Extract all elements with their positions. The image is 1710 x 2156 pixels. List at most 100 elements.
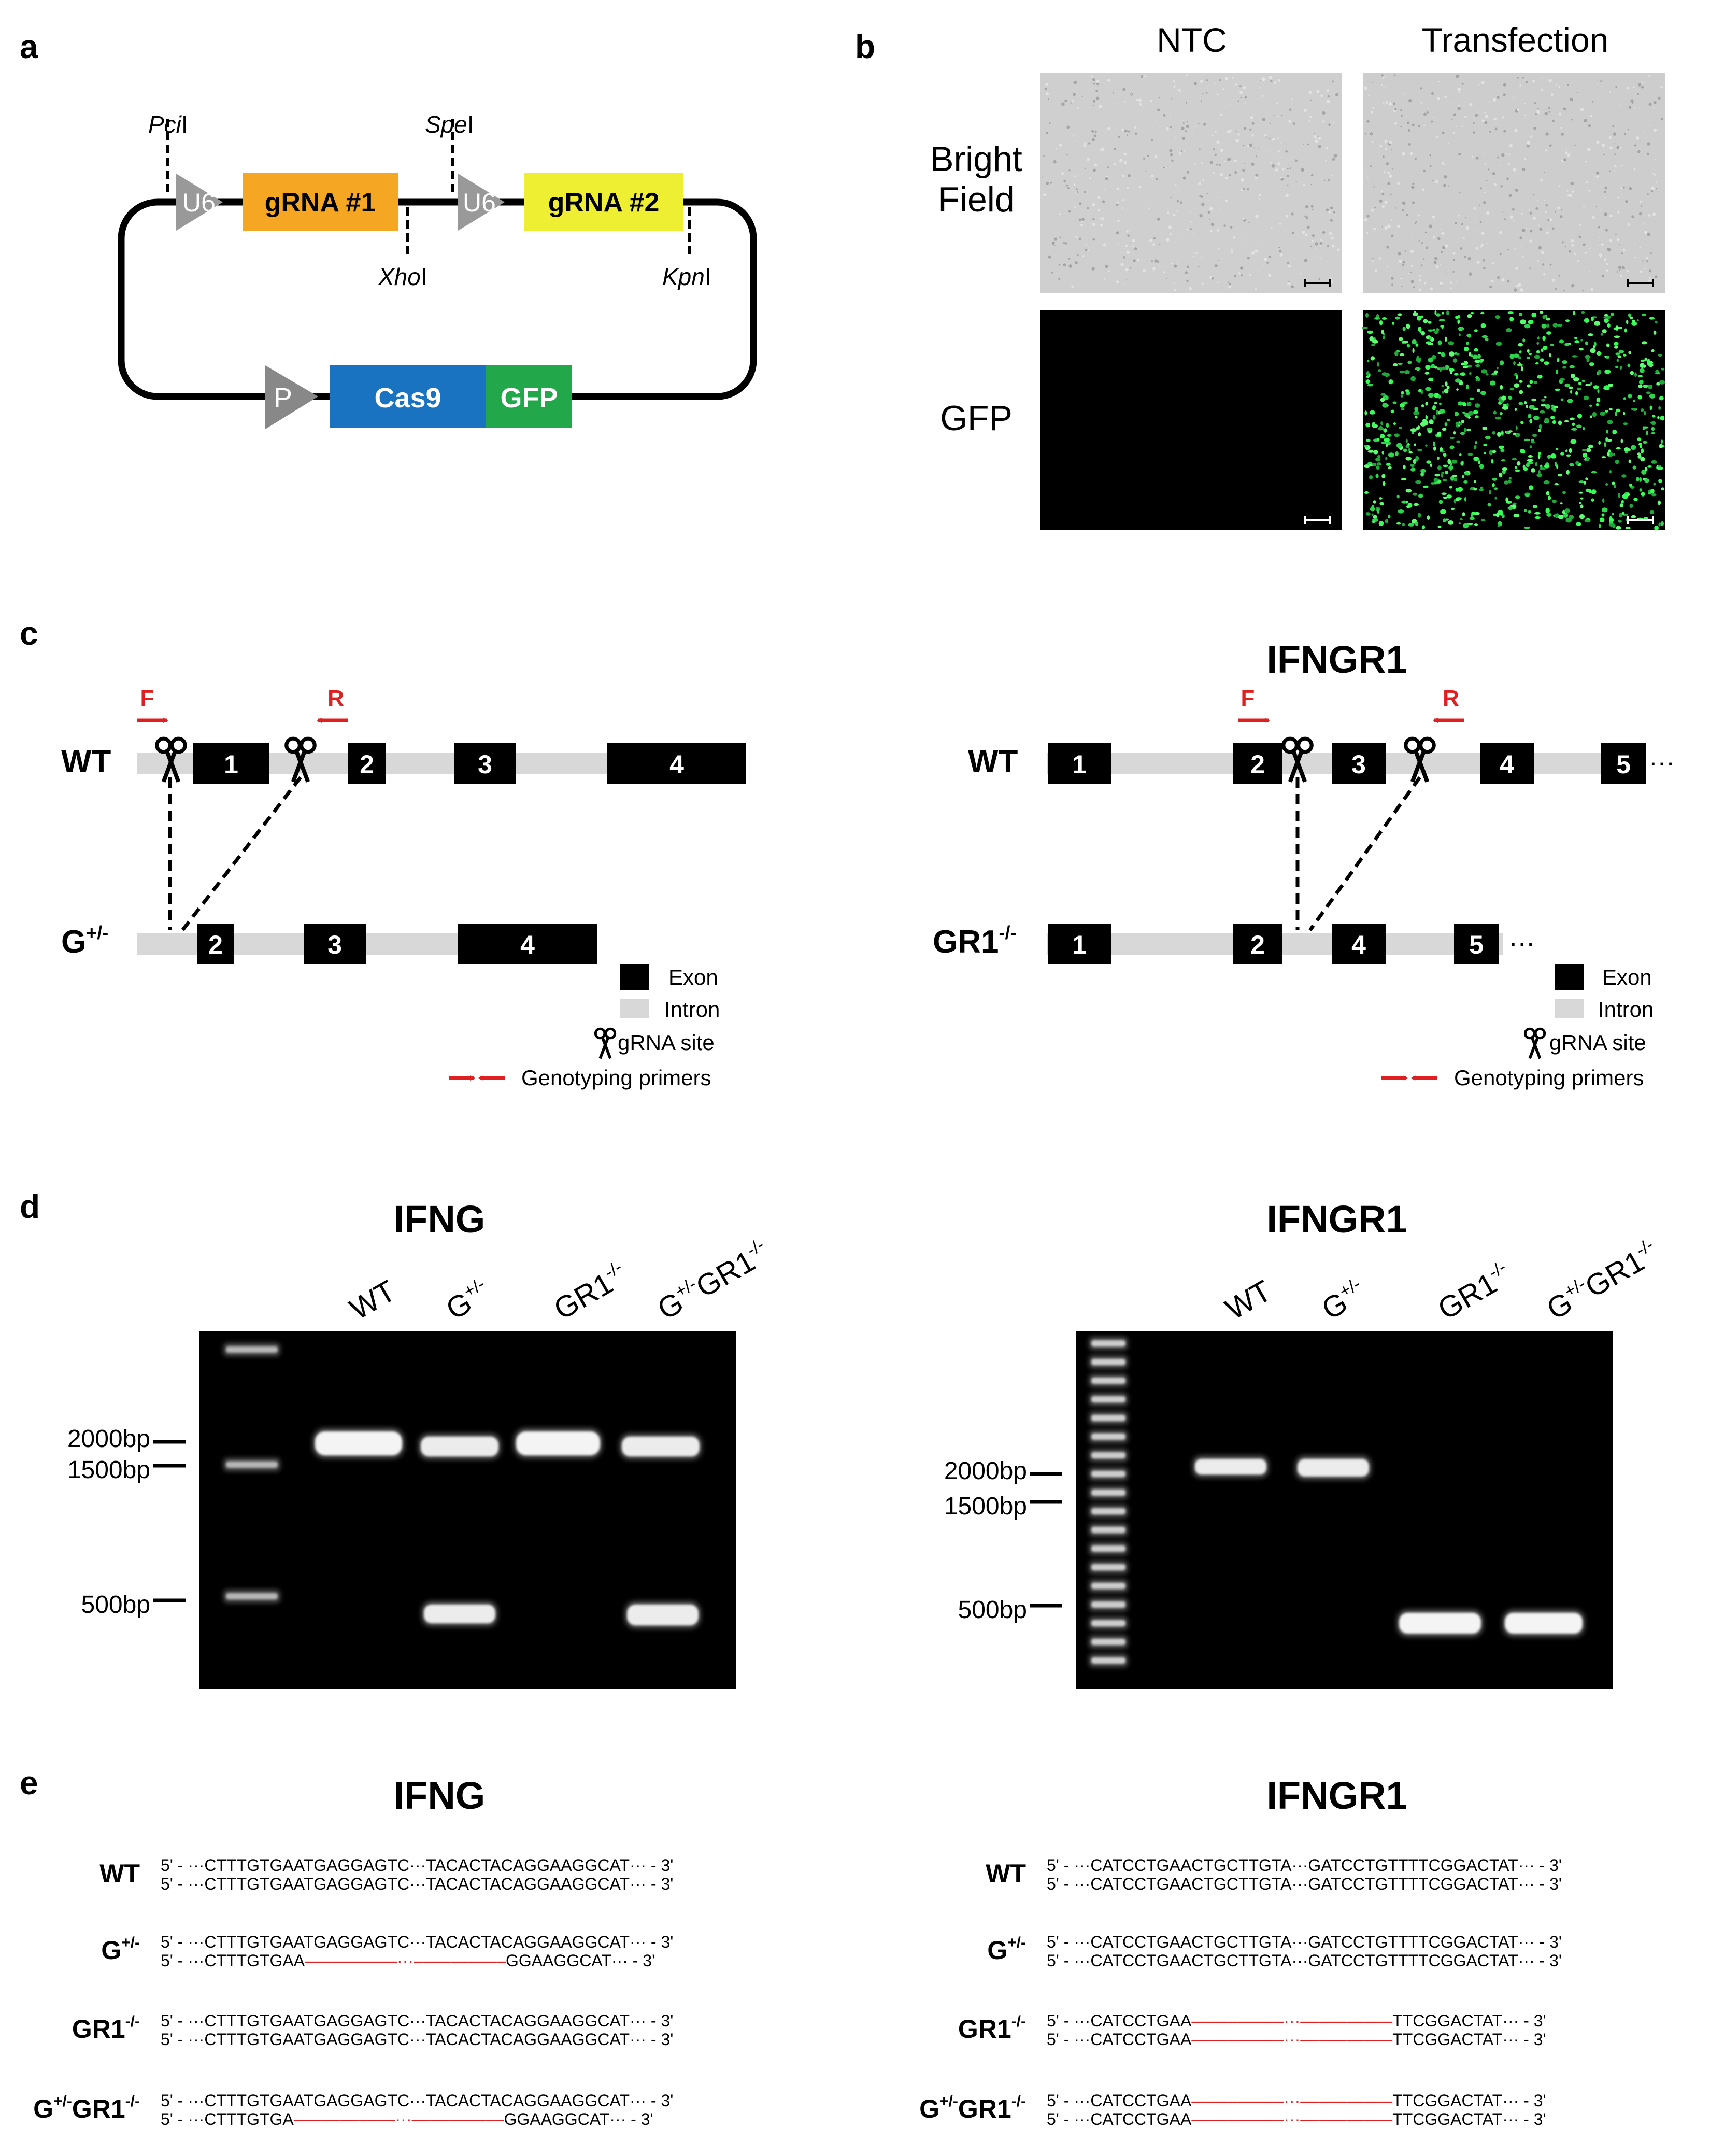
bf-speck bbox=[1106, 175, 1108, 178]
gfp-cell bbox=[1571, 428, 1577, 431]
bf-speck bbox=[1130, 93, 1132, 95]
bf-speck bbox=[1093, 134, 1097, 137]
bf-speck bbox=[1165, 127, 1169, 131]
bf-speck bbox=[1163, 271, 1165, 274]
gfp-cell bbox=[1478, 489, 1484, 491]
bf-speck bbox=[1411, 186, 1415, 189]
bf-speck bbox=[1220, 114, 1222, 116]
gfp-cell bbox=[1418, 493, 1423, 498]
ifng-wt-exon-3 bbox=[454, 743, 516, 784]
bf-speck bbox=[1458, 215, 1460, 217]
bf-speck bbox=[1151, 260, 1153, 262]
bf-speck bbox=[1655, 275, 1658, 278]
gfp-cell bbox=[1390, 409, 1394, 413]
bf-speck bbox=[1428, 107, 1429, 109]
gfp-cell bbox=[1590, 415, 1592, 419]
bf-speck bbox=[1326, 100, 1330, 103]
gfp-cell bbox=[1584, 480, 1586, 485]
gfp-cell bbox=[1514, 466, 1517, 469]
bf-speck bbox=[1222, 88, 1224, 90]
bf-speck bbox=[1366, 232, 1369, 234]
bf-speck bbox=[1548, 107, 1550, 109]
gfp-cell bbox=[1474, 512, 1480, 515]
bf-speck bbox=[1249, 143, 1253, 147]
gfp-cell bbox=[1554, 483, 1559, 486]
ifngr1-wt-exon-label: 1 bbox=[1072, 750, 1087, 779]
gfp-cell bbox=[1607, 451, 1610, 457]
ifngr1-mut-exon-label: 4 bbox=[1351, 930, 1366, 959]
bf-speck bbox=[1649, 125, 1650, 126]
bf-speck bbox=[1286, 215, 1289, 218]
gfp-cell bbox=[1494, 496, 1498, 500]
gfp-cell bbox=[1615, 526, 1621, 530]
bf-speck bbox=[1318, 145, 1321, 148]
bf-speck bbox=[1615, 233, 1617, 235]
bf-speck bbox=[1566, 148, 1568, 150]
gfp-cell bbox=[1394, 351, 1399, 356]
gel-ifng bbox=[199, 1331, 736, 1689]
scale-bar-1 bbox=[1304, 279, 1331, 287]
bf-speck bbox=[1502, 211, 1504, 213]
gfp-cell bbox=[1638, 384, 1643, 388]
gfp-cell bbox=[1628, 351, 1631, 354]
gfp-cell bbox=[1589, 362, 1594, 366]
bf-speck bbox=[1116, 103, 1118, 104]
bf-speck bbox=[1571, 239, 1574, 243]
bf-speck bbox=[1051, 272, 1053, 274]
gfp-cell bbox=[1442, 428, 1447, 431]
bf-speck bbox=[1424, 231, 1427, 233]
bf-speck bbox=[1615, 86, 1617, 88]
seq-line: 5' - ···CTTTGTGAATGAGGAGTC···TACACTACAGG… bbox=[161, 1856, 673, 1875]
bf-speck bbox=[1555, 211, 1557, 213]
bf-speck bbox=[1524, 158, 1527, 161]
gfp-cell bbox=[1661, 367, 1665, 371]
gfp-cell bbox=[1581, 449, 1588, 451]
gfp-cell bbox=[1533, 415, 1540, 420]
bf-speck bbox=[1600, 209, 1603, 211]
gfp-cell bbox=[1435, 409, 1438, 415]
bf-speck bbox=[1277, 150, 1280, 153]
bf-speck bbox=[1100, 224, 1103, 227]
gfp-cell bbox=[1489, 490, 1491, 495]
bf-speck bbox=[1091, 75, 1093, 77]
bf-speck bbox=[1458, 91, 1460, 93]
bf-speck bbox=[1244, 163, 1245, 164]
gfp-cell bbox=[1379, 320, 1383, 325]
bf-speck bbox=[1485, 115, 1489, 118]
bf-speck bbox=[1580, 108, 1584, 111]
gfp-cell bbox=[1576, 387, 1581, 391]
gfp-cell bbox=[1374, 317, 1380, 320]
grna2-box bbox=[524, 173, 683, 231]
ifng-mut-exon-3 bbox=[304, 924, 366, 964]
bf-speck bbox=[1383, 102, 1385, 104]
bf-speck bbox=[1486, 180, 1488, 181]
bf-speck bbox=[1199, 214, 1203, 218]
bf-speck bbox=[1143, 157, 1146, 160]
bf-speck bbox=[1481, 119, 1485, 123]
bf-speck bbox=[1461, 125, 1463, 127]
bf-speck bbox=[1219, 79, 1221, 81]
bf-speck bbox=[1444, 175, 1447, 179]
gfp-cell bbox=[1376, 462, 1382, 466]
gfp-cell bbox=[1623, 422, 1628, 425]
gfp-cell bbox=[1566, 454, 1571, 457]
bf-speck bbox=[1186, 265, 1189, 268]
seq-line: 5' - ···CATCCTGAA––––––––––···––––––––––… bbox=[1047, 2091, 1546, 2110]
bf-speck bbox=[1544, 172, 1545, 173]
bf-speck bbox=[1514, 248, 1516, 250]
scale-bar-4 bbox=[1627, 516, 1654, 524]
bf-speck bbox=[1259, 198, 1261, 200]
bf-speck bbox=[1071, 100, 1074, 102]
gfp-cell bbox=[1401, 391, 1405, 395]
bf-speck bbox=[1587, 148, 1589, 150]
bf-speck bbox=[1333, 211, 1336, 214]
bf-speck bbox=[1551, 278, 1555, 282]
gfp-cell bbox=[1447, 459, 1451, 464]
bf-speck bbox=[1262, 243, 1264, 245]
gfp-cell bbox=[1564, 420, 1569, 422]
bf-speck bbox=[1475, 247, 1479, 250]
gfp-cell bbox=[1373, 450, 1379, 455]
bf-speck bbox=[1209, 219, 1210, 220]
bf-speck bbox=[1423, 112, 1427, 116]
bf-speck bbox=[1054, 245, 1056, 246]
